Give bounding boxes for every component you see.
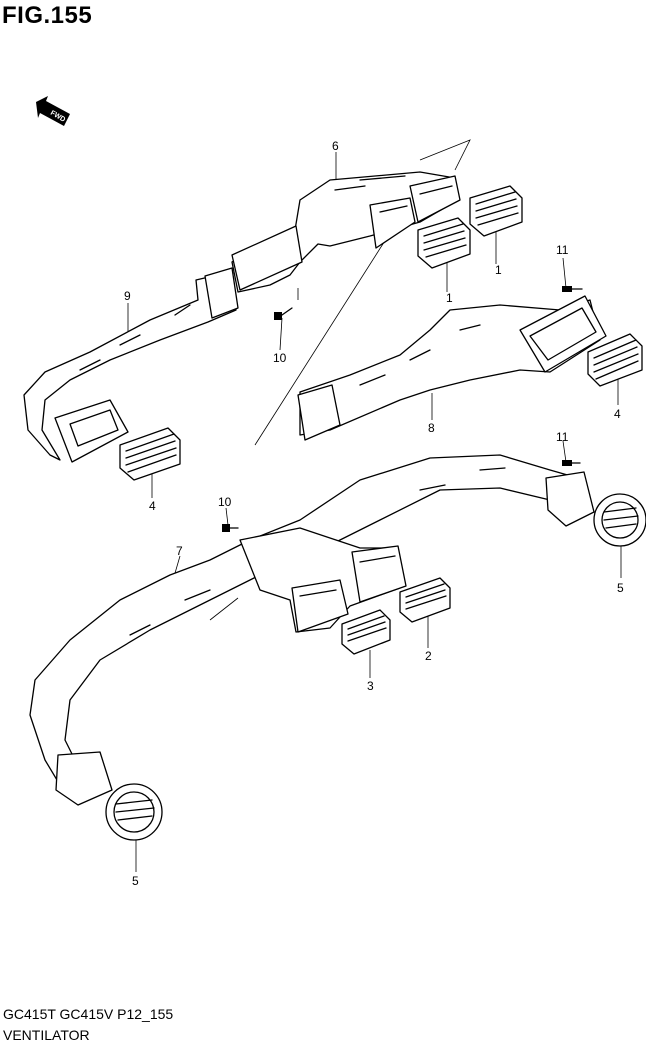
vent-grille-part-4a xyxy=(119,427,181,481)
callout-10-lower: 10 xyxy=(218,495,232,509)
round-vent-part-5a xyxy=(593,493,646,547)
leader-lines xyxy=(127,139,622,872)
callout-10-upper: 10 xyxy=(273,351,287,365)
callout-1-upper: 1 xyxy=(495,263,502,277)
right-duct-part-8 xyxy=(297,295,607,441)
figure-title: FIG.155 xyxy=(2,2,93,29)
screw-part-10b xyxy=(222,524,239,532)
left-duct-part-9 xyxy=(23,267,239,463)
fwd-arrow-icon: FWD xyxy=(36,96,70,126)
vent-grille-part-2 xyxy=(399,577,451,623)
vent-grille-part-1b xyxy=(417,217,471,269)
callout-3: 3 xyxy=(367,679,374,693)
vent-grille-part-3 xyxy=(341,609,391,655)
callout-7: 7 xyxy=(176,544,183,558)
model-code: GC415T GC415V P12_155 xyxy=(3,1006,174,1022)
callout-9: 9 xyxy=(124,289,131,303)
callout-5-right: 5 xyxy=(617,581,624,595)
screw-part-11a xyxy=(562,286,583,292)
callout-4-left: 4 xyxy=(149,499,156,513)
round-vent-part-5b xyxy=(105,783,163,841)
vent-grille-part-1a xyxy=(469,185,523,237)
callout-2: 2 xyxy=(425,649,432,663)
callout-6: 6 xyxy=(332,139,339,153)
screw-part-11b xyxy=(562,460,581,466)
main-duct-part-7 xyxy=(29,454,595,806)
center-duct-part-6 xyxy=(231,171,461,293)
figure-caption: VENTILATOR xyxy=(3,1027,90,1043)
callout-5-left: 5 xyxy=(132,874,139,888)
callout-1-lower: 1 xyxy=(446,291,453,305)
callout-4-right: 4 xyxy=(614,407,621,421)
screw-part-10a xyxy=(274,307,293,320)
callout-11-upper: 11 xyxy=(556,243,569,257)
callout-11-lower: 11 xyxy=(556,430,569,444)
vent-grille-part-4b xyxy=(587,333,643,387)
callout-8: 8 xyxy=(428,421,435,435)
